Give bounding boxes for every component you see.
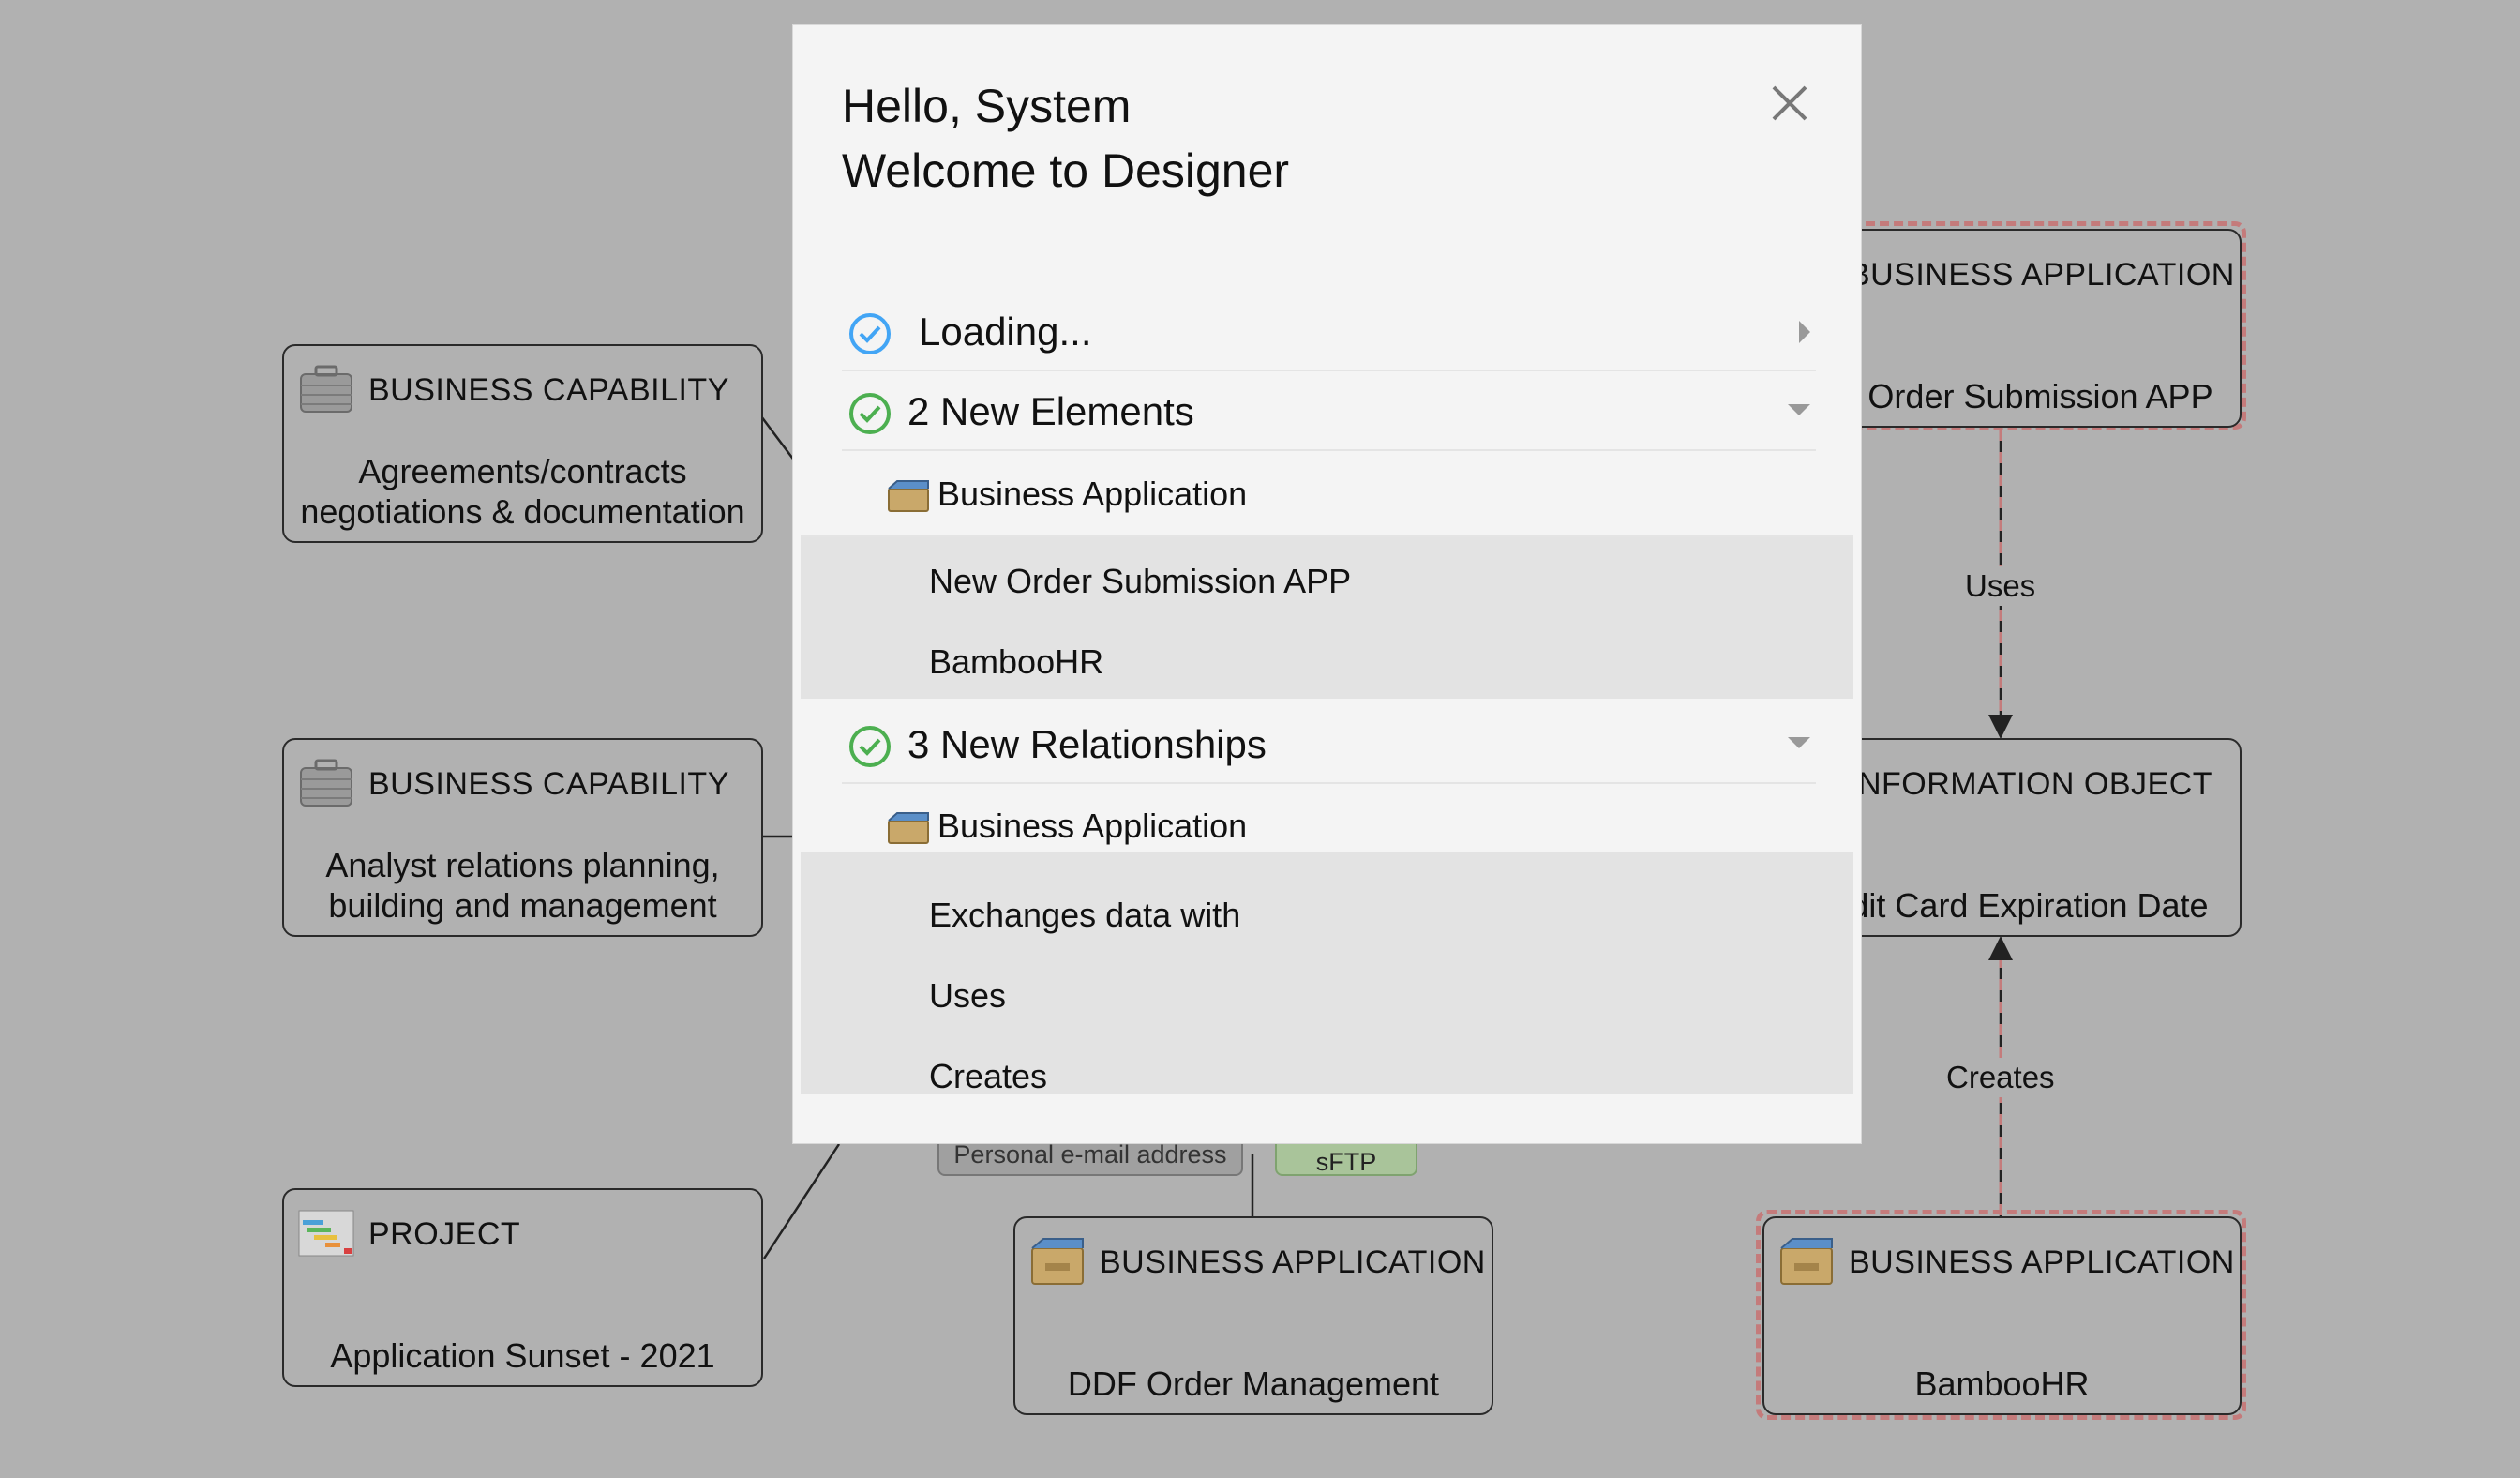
- node-business-capability-agreements[interactable]: BUSINESS CAPABILITY Agreements/contracts…: [282, 344, 763, 543]
- chevron-down-icon[interactable]: [1786, 733, 1812, 750]
- node-name-label: DDF Order Management: [1067, 1365, 1440, 1403]
- node-type-label: BUSINESS APPLICATION: [1849, 1244, 2235, 1280]
- greeting-text: Hello, System: [842, 80, 1132, 132]
- selection-highlight-bamboo: [1756, 1210, 2246, 1420]
- new-elements-header: 2 New Elements: [908, 389, 1194, 433]
- elements-group-label: Business Application: [938, 475, 1248, 513]
- node-type-label: PROJECT: [368, 1216, 521, 1252]
- elements-group-header[interactable]: Business Application: [801, 453, 1853, 537]
- node-type-label: BUSINESS CAPABILITY: [368, 766, 729, 802]
- welcome-text: Welcome to Designer: [842, 144, 1290, 197]
- node-type-label: BUSINESS APPLICATION: [1100, 1244, 1486, 1280]
- node-name-label: Agreements/contracts negotiations & docu…: [300, 452, 745, 531]
- elements-list: New Order Submission APP BambooHR: [801, 537, 1853, 699]
- loading-row[interactable]: Loading...: [842, 293, 1816, 371]
- app-box-icon: [1780, 1238, 1833, 1285]
- chevron-down-icon[interactable]: [1786, 400, 1812, 417]
- list-item[interactable]: Creates: [929, 1057, 1048, 1095]
- app-box-icon: [888, 480, 929, 512]
- edge-label-creates: Creates: [1941, 1058, 2061, 1097]
- node-name-label: Application Sunset - 2021: [330, 1336, 715, 1375]
- list-item[interactable]: New Order Submission APP: [929, 562, 1352, 600]
- node-business-application-bamboohr[interactable]: BUSINESS APPLICATION BambooHR: [1762, 1216, 2242, 1415]
- new-relationships-header: 3 New Relationships: [908, 722, 1267, 766]
- edge-label-uses: Uses: [1959, 566, 2042, 606]
- close-icon[interactable]: [1768, 82, 1811, 125]
- node-type-label: INFORMATION OBJECT: [1849, 766, 2213, 802]
- relationships-list: Exchanges data with Uses Creates: [801, 852, 1853, 1095]
- briefcase-icon: [300, 365, 352, 413]
- list-item[interactable]: Exchanges data with: [929, 896, 1241, 934]
- node-business-capability-analyst[interactable]: BUSINESS CAPABILITY Analyst relations pl…: [282, 738, 763, 937]
- list-item[interactable]: Uses: [929, 976, 1007, 1015]
- check-circle-icon: [849, 726, 891, 767]
- new-relationships-row[interactable]: 3 New Relationships: [842, 705, 1816, 784]
- new-elements-row[interactable]: 2 New Elements: [842, 372, 1816, 451]
- check-circle-icon: [849, 313, 891, 354]
- welcome-dialog: Hello, System Welcome to Designer Loadin…: [792, 24, 1862, 1144]
- node-name-label: BambooHR: [1914, 1365, 2090, 1403]
- node-type-label: BUSINESS CAPABILITY: [368, 372, 729, 408]
- relationships-group-label: Business Application: [938, 807, 1248, 845]
- app-box-icon: [888, 812, 929, 844]
- briefcase-icon: [300, 759, 352, 807]
- gantt-chart-icon: [298, 1210, 354, 1257]
- chevron-right-icon[interactable]: [1795, 319, 1812, 345]
- node-name-label: Analyst relations planning, building and…: [325, 846, 720, 925]
- list-item[interactable]: BambooHR: [929, 642, 1104, 681]
- loading-label: Loading...: [919, 309, 1092, 354]
- node-project-sunset[interactable]: PROJECT Application Sunset - 2021: [282, 1188, 763, 1387]
- node-business-application-ddf[interactable]: BUSINESS APPLICATION DDF Order Managemen…: [1013, 1216, 1493, 1415]
- node-type-label: BUSINESS APPLICATION: [1849, 257, 2235, 293]
- dialog-title: Hello, System Welcome to Designer: [842, 74, 1289, 204]
- check-circle-icon: [849, 393, 891, 434]
- app-box-icon: [1031, 1238, 1084, 1285]
